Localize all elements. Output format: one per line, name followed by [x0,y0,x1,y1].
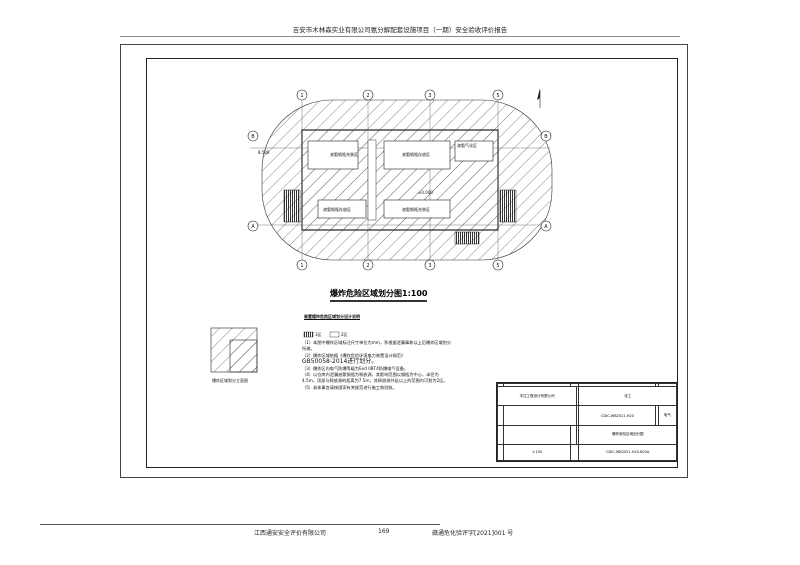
zone-label: 液氨气化区 [457,143,477,148]
note: （1）本图中爆炸区域标注尺寸单位为mm，系根据泄漏事故以上后爆炸区域划分所做。 [302,340,452,352]
legend-zone2: 2区 [341,332,348,337]
tb-company: 宇达工程设计有限公司 [496,386,578,407]
svg-text:2: 2 [366,263,369,269]
footer-ref: 赣通危化验评字[2021]001 号 [432,530,514,537]
drawing-title: 爆炸危险区域划分图1:100 [330,288,428,302]
notes-title: 装置爆炸危险区域划分设计说明 [304,314,360,319]
north-arrow [537,88,541,108]
drawing-border [146,58,678,468]
page-number: 169 [378,528,390,535]
zone-label: 液氨钢瓶充装区 [402,207,430,212]
svg-text:5: 5 [496,263,499,269]
svg-text:A: A [544,224,548,230]
svg-text:1: 1 [300,93,303,99]
tb-drawing-no: CDIC-WB2021-H20-B03A [578,443,677,462]
zone-label: 液氨钢瓶充装区 [330,152,358,157]
note: （3）爆炸区内电气防爆等级为Exd IIBT4防爆电气设备。 [302,365,409,371]
tb-doc-no: CDIC-WB2021-H20 [578,405,657,426]
equipment-left [283,189,301,223]
legend-zone2-swatch [329,331,340,338]
elevation-label: 爆炸区域划分立面图 [212,378,248,383]
svg-text:1: 1 [300,263,303,269]
note: （5）具体事宜请按国家有关规范进行施工和验收。 [302,384,397,390]
tb-elec: 电气 [657,405,678,426]
equipment-right [499,189,517,223]
footer-company: 江西通安安全评价有限公司 [254,530,327,537]
footer-rule [40,524,440,525]
note: GB50058-2014进行划分。 [302,358,378,366]
note: （4）以仓库内泄漏液氨钢瓶为释放源，其影响范围以钢瓶为中心，半径为4.5m，顶部… [302,372,448,384]
zone-label: 液氨钢瓶存放区 [323,207,351,212]
drawing-outer-frame [120,44,688,478]
report-header: 吉安市木林森实业有限公司氨分解配套设施项目（一期）安全验收评价报告 [292,26,508,34]
svg-text:B: B [251,134,255,140]
legend-zone1: 1区 [315,332,322,337]
legend-zone1-swatch [303,331,314,338]
svg-text:A: A [251,224,255,230]
svg-text:2: 2 [366,93,369,99]
svg-text:3: 3 [428,263,431,269]
elevation-mark: 8.500 [258,150,270,155]
design-notes: （1）本图中爆炸区域标注尺寸单位为mm，系根据泄漏事故以上后爆炸区域划分所做。 … [302,340,452,391]
svg-text:5: 5 [496,93,499,99]
svg-text:3: 3 [428,93,431,99]
svg-text:B: B [544,134,548,140]
header-rule [120,36,680,37]
zone-label: 液氨钢瓶存放区 [402,152,430,157]
note: （2）爆炸区域依据《爆炸危险环境电力装置设计规范》 [302,352,406,358]
tb-discipline: 化工 [578,386,677,407]
tb-scale: 1:100 [503,443,572,462]
tb-drawing-name: 爆炸危险区域划分图 [578,424,677,445]
elevation-mark: ±0.000 [418,190,433,195]
